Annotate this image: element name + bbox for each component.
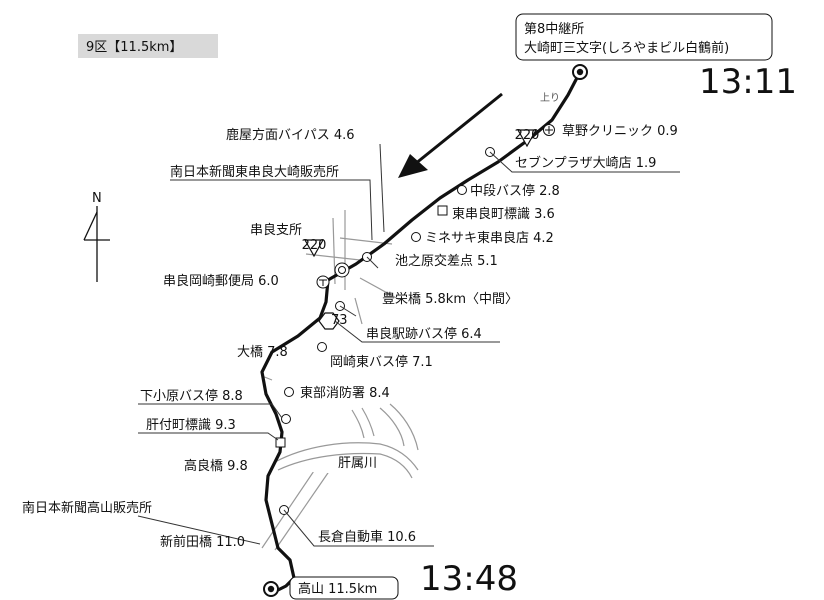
label-minami-nippon-kushira: 南日本新聞東串良大崎販売所	[170, 164, 339, 180]
poi-square-sign	[437, 205, 448, 216]
poi-circle-tobu	[284, 387, 294, 397]
section-title-text: 9区【11.5km】	[86, 40, 182, 55]
leader-lines	[137, 143, 680, 547]
direction-arrow	[398, 92, 503, 178]
road-sign-220-left: 220	[302, 238, 327, 258]
label-seven: セブンプラザ大崎店 1.9	[515, 155, 656, 171]
road-sign-73: 73	[318, 312, 348, 330]
finish-label: 高山 11.5km	[298, 581, 377, 597]
label-minami-nippon-takayama: 南日本新聞高山販売所	[22, 500, 152, 516]
label-kanoya-bypass: 鹿屋方面バイパス 4.6	[226, 127, 355, 143]
compass-label: N	[92, 191, 102, 206]
label-kimotsuki-sign: 肝付町標識 9.3	[146, 418, 236, 433]
label-kushira-post: 串良岡崎郵便局 6.0	[163, 273, 279, 289]
label-hoei-bridge: 豊栄橋 5.8km〈中間〉	[382, 292, 518, 307]
river: 肝属川	[274, 403, 419, 479]
river-label: 肝属川	[338, 456, 377, 471]
waypoint-labels: 草野クリニック 0.9 セブンプラザ大崎店 1.9 中段バス停 2.8 東串良町…	[22, 124, 678, 550]
label-ohashi: 大橋 7.8	[237, 345, 288, 360]
road-sign-220-top: 220	[515, 128, 540, 148]
finish-label-box: 高山 11.5km	[289, 576, 399, 600]
start-time: 13:11	[699, 62, 797, 102]
label-okazaki-east-bus: 岡崎東バス停 7.1	[330, 354, 433, 370]
section-title: 9区【11.5km】	[78, 34, 218, 58]
label-shinmaeda-bridge: 新前田橋 11.0	[160, 534, 245, 550]
label-shimokohara-bus: 下小原バス停 8.8	[140, 388, 243, 404]
label-higashi-kushira-sign: 東串良町標識 3.6	[452, 206, 555, 222]
label-nakadan: 中段バス停 2.8	[470, 183, 560, 199]
poi-square-kimotsuki	[275, 437, 286, 448]
label-tobu-fire: 東部消防署 8.4	[300, 385, 390, 401]
label-ikenohara: 池之原交差点 5.1	[395, 253, 498, 269]
poi-circle-minesaki	[411, 232, 421, 242]
road-sign-220-top-text: 220	[515, 128, 540, 143]
direction-label: 上り	[540, 92, 560, 104]
start-line1: 第8中継所	[524, 22, 584, 37]
finish-time: 13:48	[420, 559, 518, 599]
road-sign-220-left-text: 220	[302, 238, 327, 253]
course-route	[260, 70, 582, 592]
label-minesaki: ミネサキ東串良店 4.2	[425, 230, 554, 246]
label-kushira-branch: 串良支所	[250, 222, 302, 238]
label-kushira-station-bus: 串良駅跡バス停 6.4	[366, 326, 482, 342]
label-takara-bridge: 高良橋 9.8	[184, 458, 248, 474]
poi-circle-shimokohara	[281, 414, 291, 424]
start-line2: 大崎町三文字(しろやまビル白鶴前)	[524, 40, 729, 56]
road-sign-73-text: 73	[331, 313, 348, 328]
start-marker	[572, 64, 588, 80]
finish-marker	[263, 581, 279, 597]
start-relay-box: 第8中継所 大崎町三文字(しろやまビル白鶴前)	[515, 13, 773, 61]
compass: N	[83, 191, 110, 282]
poi-circle-okazaki	[317, 342, 327, 352]
label-nagakura: 長倉自動車 10.6	[318, 530, 416, 545]
poi-circle-nakadan	[457, 185, 467, 195]
road-network	[261, 210, 401, 551]
label-kusano: 草野クリニック 0.9	[562, 124, 678, 139]
